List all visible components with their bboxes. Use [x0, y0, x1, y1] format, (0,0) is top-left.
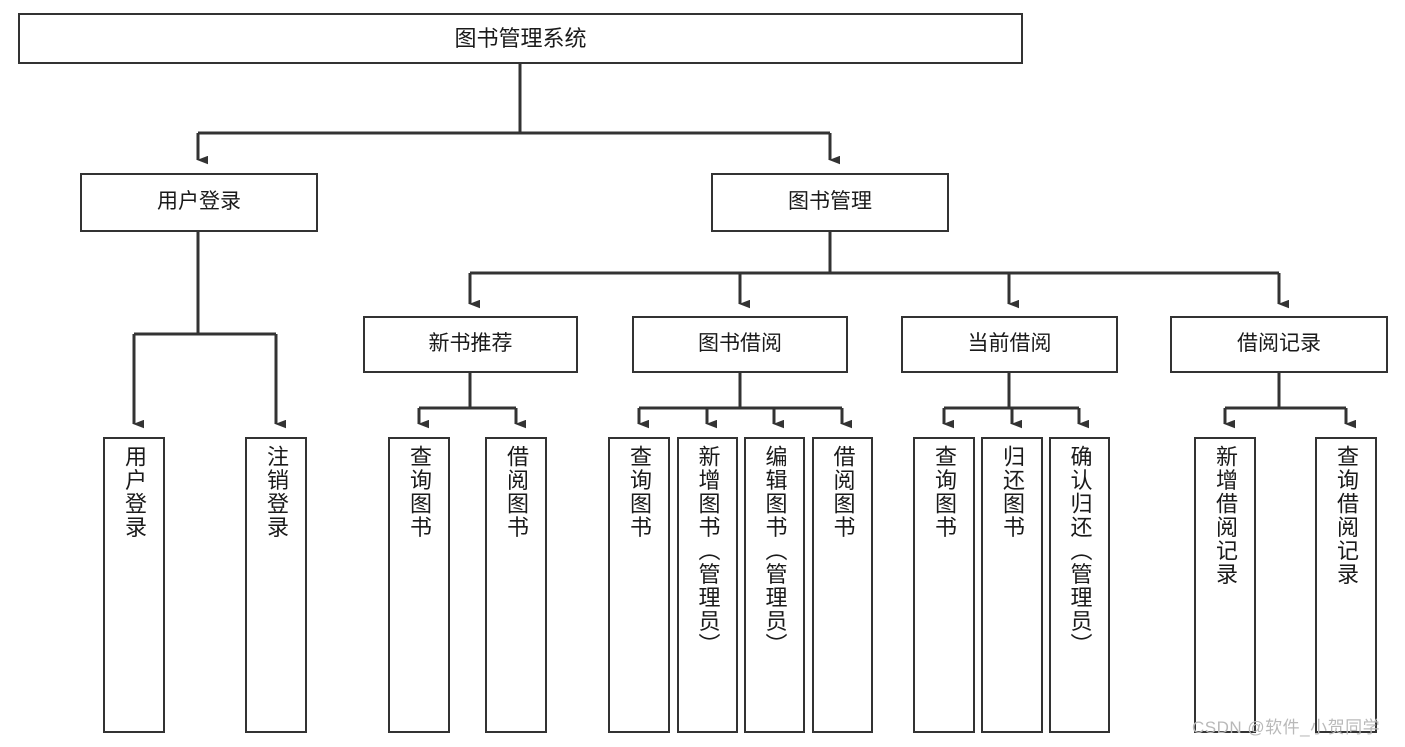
node-label: 编辑图书（管理员） [762, 445, 788, 657]
leaf-user-login-login[interactable]: 用户登录 [103, 437, 165, 733]
leaf-book-borrow-add-book-admin[interactable]: 新增图书（管理员） [677, 437, 738, 733]
node-label: 查询借阅记录 [1334, 445, 1359, 586]
node-user-login[interactable]: 用户登录 [80, 173, 318, 232]
node-root-book-management-system[interactable]: 图书管理系统 [18, 13, 1023, 64]
node-new-book-recommend[interactable]: 新书推荐 [363, 316, 578, 373]
node-label: 图书管理 [788, 190, 872, 214]
node-label: 图书管理系统 [454, 25, 587, 51]
node-current-borrow[interactable]: 当前借阅 [901, 316, 1118, 373]
leaf-book-borrow-edit-book-admin[interactable]: 编辑图书（管理员） [744, 437, 805, 733]
leaf-current-borrow-confirm-return-admin[interactable]: 确认归还（管理员） [1049, 437, 1110, 733]
node-label: 借阅图书 [830, 445, 856, 539]
node-label: 新增借阅记录 [1213, 445, 1238, 586]
node-label: 确认归还（管理员） [1067, 445, 1093, 657]
node-book-borrow[interactable]: 图书借阅 [632, 316, 848, 373]
node-label: 图书借阅 [698, 332, 782, 356]
leaf-new-book-query-book[interactable]: 查询图书 [388, 437, 450, 733]
node-label: 查询图书 [407, 445, 432, 539]
node-label: 新书推荐 [428, 332, 513, 356]
node-label: 归还图书 [1000, 445, 1025, 539]
node-label: 新增图书（管理员） [695, 445, 721, 657]
leaf-current-borrow-query-book[interactable]: 查询图书 [913, 437, 975, 733]
leaf-new-book-borrow-book[interactable]: 借阅图书 [485, 437, 547, 733]
leaf-user-login-logout[interactable]: 注销登录 [245, 437, 307, 733]
node-label: 查询图书 [627, 445, 652, 539]
leaf-current-borrow-return-book[interactable]: 归还图书 [981, 437, 1043, 733]
node-book-management[interactable]: 图书管理 [711, 173, 949, 232]
node-label: 用户登录 [157, 190, 241, 214]
node-label: 注销登录 [264, 445, 289, 539]
node-label: 当前借阅 [967, 332, 1052, 356]
leaf-book-borrow-borrow-book[interactable]: 借阅图书 [812, 437, 873, 733]
node-label: 借阅记录 [1237, 332, 1321, 356]
node-label: 查询图书 [932, 445, 957, 539]
leaf-borrow-record-add-record[interactable]: 新增借阅记录 [1194, 437, 1256, 733]
leaf-book-borrow-query-book[interactable]: 查询图书 [608, 437, 670, 733]
node-label: 借阅图书 [504, 445, 529, 539]
node-borrow-record[interactable]: 借阅记录 [1170, 316, 1388, 373]
node-label: 用户登录 [122, 445, 147, 539]
leaf-borrow-record-query-record[interactable]: 查询借阅记录 [1315, 437, 1377, 733]
